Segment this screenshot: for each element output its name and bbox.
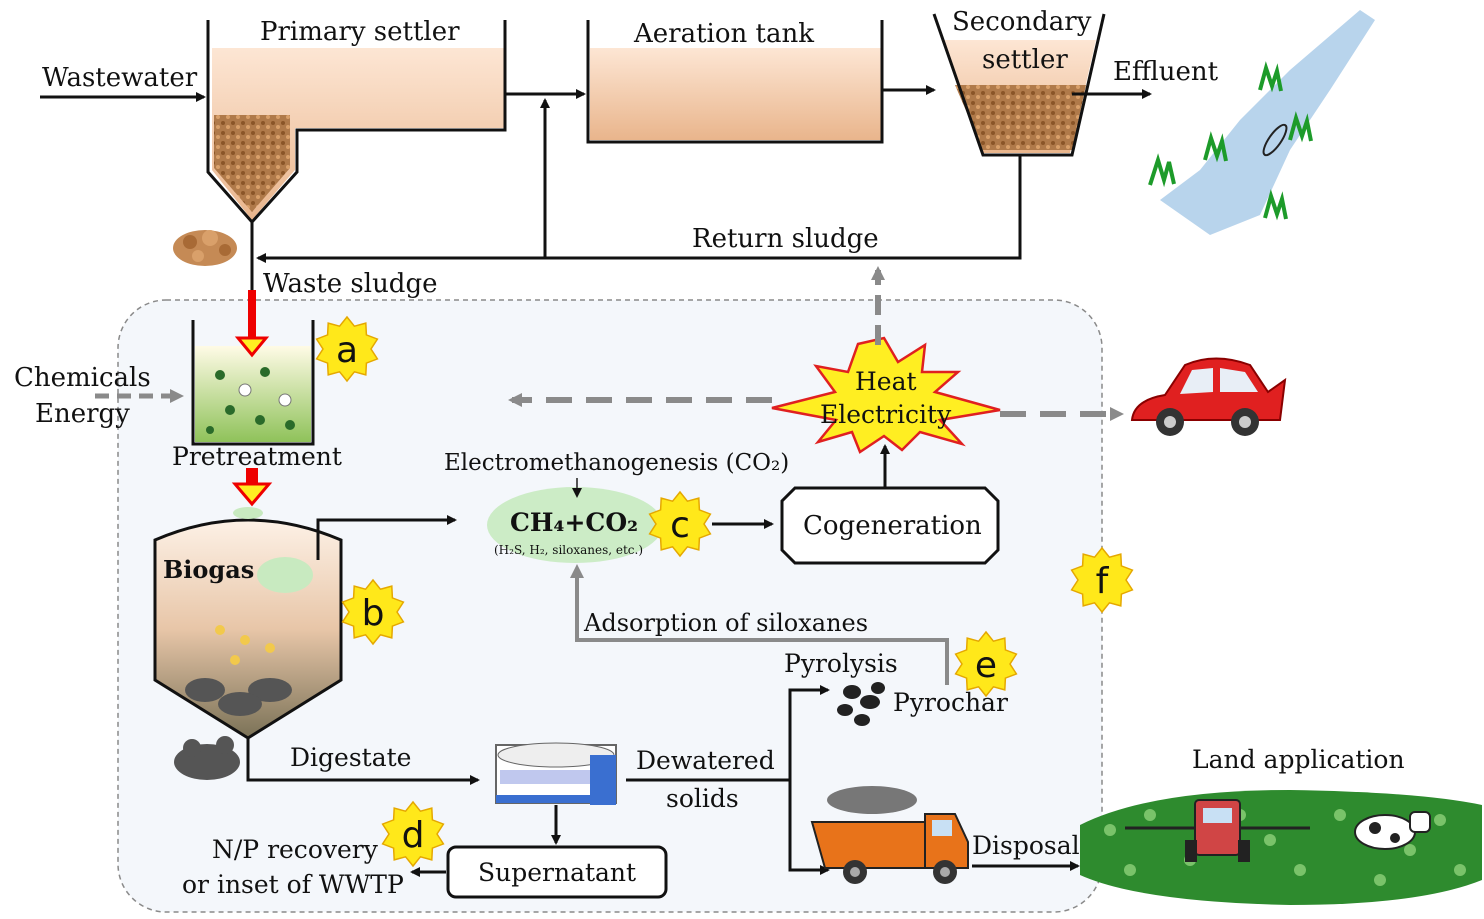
- sludge-pile-icon: [173, 230, 237, 266]
- label-primary-settler: Primary settler: [260, 17, 460, 47]
- dewatering-unit-icon: [495, 742, 617, 805]
- label-supernatant: Supernatant: [478, 858, 636, 887]
- aeration-tank: [586, 20, 884, 144]
- label-return-sludge: Return sludge: [692, 224, 879, 254]
- badge-b-label: b: [362, 593, 385, 634]
- label-disposal: Disposal: [972, 831, 1080, 860]
- badge-f-label: f: [1096, 561, 1110, 602]
- label-pyrochar: Pyrochar: [893, 688, 1008, 717]
- anaerobic-digester: [153, 507, 343, 740]
- to-pyrolysis-arrow: [788, 685, 830, 780]
- land-application-field: [1080, 790, 1482, 905]
- label-energy: Energy: [35, 399, 130, 429]
- cogeneration-box: [780, 486, 1000, 565]
- adsorption-line: [570, 564, 949, 685]
- badge-a-label: a: [336, 330, 358, 371]
- biogas-outlet-arrow: [316, 515, 457, 560]
- label-biogas: Biogas: [163, 555, 254, 584]
- label-electricity: Electricity: [820, 400, 952, 429]
- anaerobic-digestion-region: [117, 299, 1103, 913]
- badge-e-label: e: [975, 645, 997, 686]
- label-secondary-settler-1: Secondary: [952, 7, 1092, 37]
- pyrochar-icon: [837, 682, 885, 726]
- primary-settler: [206, 20, 507, 225]
- label-effluent: Effluent: [1113, 57, 1219, 87]
- supernatant-box: [446, 845, 668, 899]
- label-electromethanogenesis: Electromethanogenesis (CO₂): [444, 450, 789, 476]
- car-icon: [1130, 357, 1287, 436]
- heat-electricity-burst: [771, 336, 1001, 454]
- label-biogas-formula: CH₄+CO₂: [510, 508, 638, 537]
- label-secondary-settler-2: settler: [982, 45, 1068, 75]
- label-dewatered-2: solids: [666, 784, 739, 813]
- pretreatment-vessel: [191, 320, 315, 446]
- to-truck-arrow: [788, 780, 830, 875]
- return-sludge-line: [256, 155, 1022, 263]
- biogas-cloud: [487, 487, 663, 563]
- digestate-arrow: [246, 738, 480, 785]
- label-wastewater: Wastewater: [42, 63, 198, 93]
- label-biogas-impurities: (H₂S, H₂, siloxanes, etc.): [494, 543, 643, 557]
- label-land-application: Land application: [1192, 745, 1405, 774]
- label-adsorption: Adsorption of siloxanes: [583, 609, 868, 637]
- label-cogeneration: Cogeneration: [803, 511, 982, 541]
- badge-c-label: c: [670, 505, 690, 546]
- secondary-settler: [932, 13, 1106, 157]
- label-waste-sludge: Waste sludge: [263, 269, 437, 299]
- label-aeration-tank: Aeration tank: [633, 19, 814, 49]
- label-np-recovery-2: or inset of WWTP: [182, 870, 404, 899]
- label-dewatered-1: Dewatered: [636, 746, 775, 775]
- label-pretreatment: Pretreatment: [172, 442, 342, 471]
- badge-d-label: d: [402, 815, 425, 856]
- digestate-pile-icon: [174, 736, 240, 780]
- label-digestate: Digestate: [290, 743, 411, 772]
- badge-f: f: [1070, 546, 1134, 614]
- badge-a: a: [315, 315, 379, 383]
- badge-e: e: [954, 630, 1018, 698]
- label-pyrolysis: Pyrolysis: [784, 649, 898, 678]
- label-chemicals: Chemicals: [14, 363, 151, 393]
- badge-c: c: [648, 490, 712, 558]
- truck-icon: [810, 786, 969, 884]
- badge-b: b: [341, 578, 405, 646]
- red-arrow-to-digester: [231, 482, 273, 507]
- river-icon: [1148, 10, 1375, 235]
- badge-d: d: [381, 800, 445, 868]
- label-heat: Heat: [855, 367, 917, 396]
- label-np-recovery-1: N/P recovery: [212, 835, 379, 864]
